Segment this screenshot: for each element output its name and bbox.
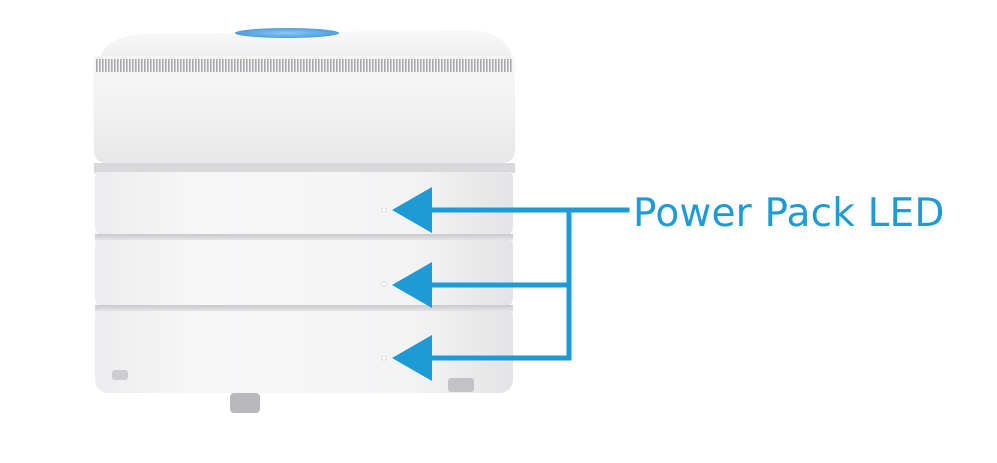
arrow-head-1-icon: [392, 187, 432, 233]
device-foot-right: [448, 378, 474, 392]
callout-label: Power Pack LED: [633, 191, 945, 236]
power-pack-3: [95, 311, 513, 413]
router-badge-icon: [235, 28, 339, 38]
power-pack-led-3: [381, 355, 387, 361]
arrow-head-3-icon: [392, 335, 432, 381]
router-module: [93, 28, 515, 173]
power-pack-led-1: [381, 207, 387, 213]
callout-arrowheads: [392, 187, 432, 381]
router-body: [93, 56, 515, 163]
router-vents: [95, 58, 513, 72]
power-pack-2: [95, 240, 513, 311]
callout-connector: [422, 207, 630, 361]
power-pack-1: [95, 172, 513, 240]
device-foot-left: [230, 393, 260, 413]
device-foot-back: [112, 370, 128, 380]
power-pack-led-2: [381, 281, 387, 287]
arrow-head-2-icon: [392, 262, 432, 308]
